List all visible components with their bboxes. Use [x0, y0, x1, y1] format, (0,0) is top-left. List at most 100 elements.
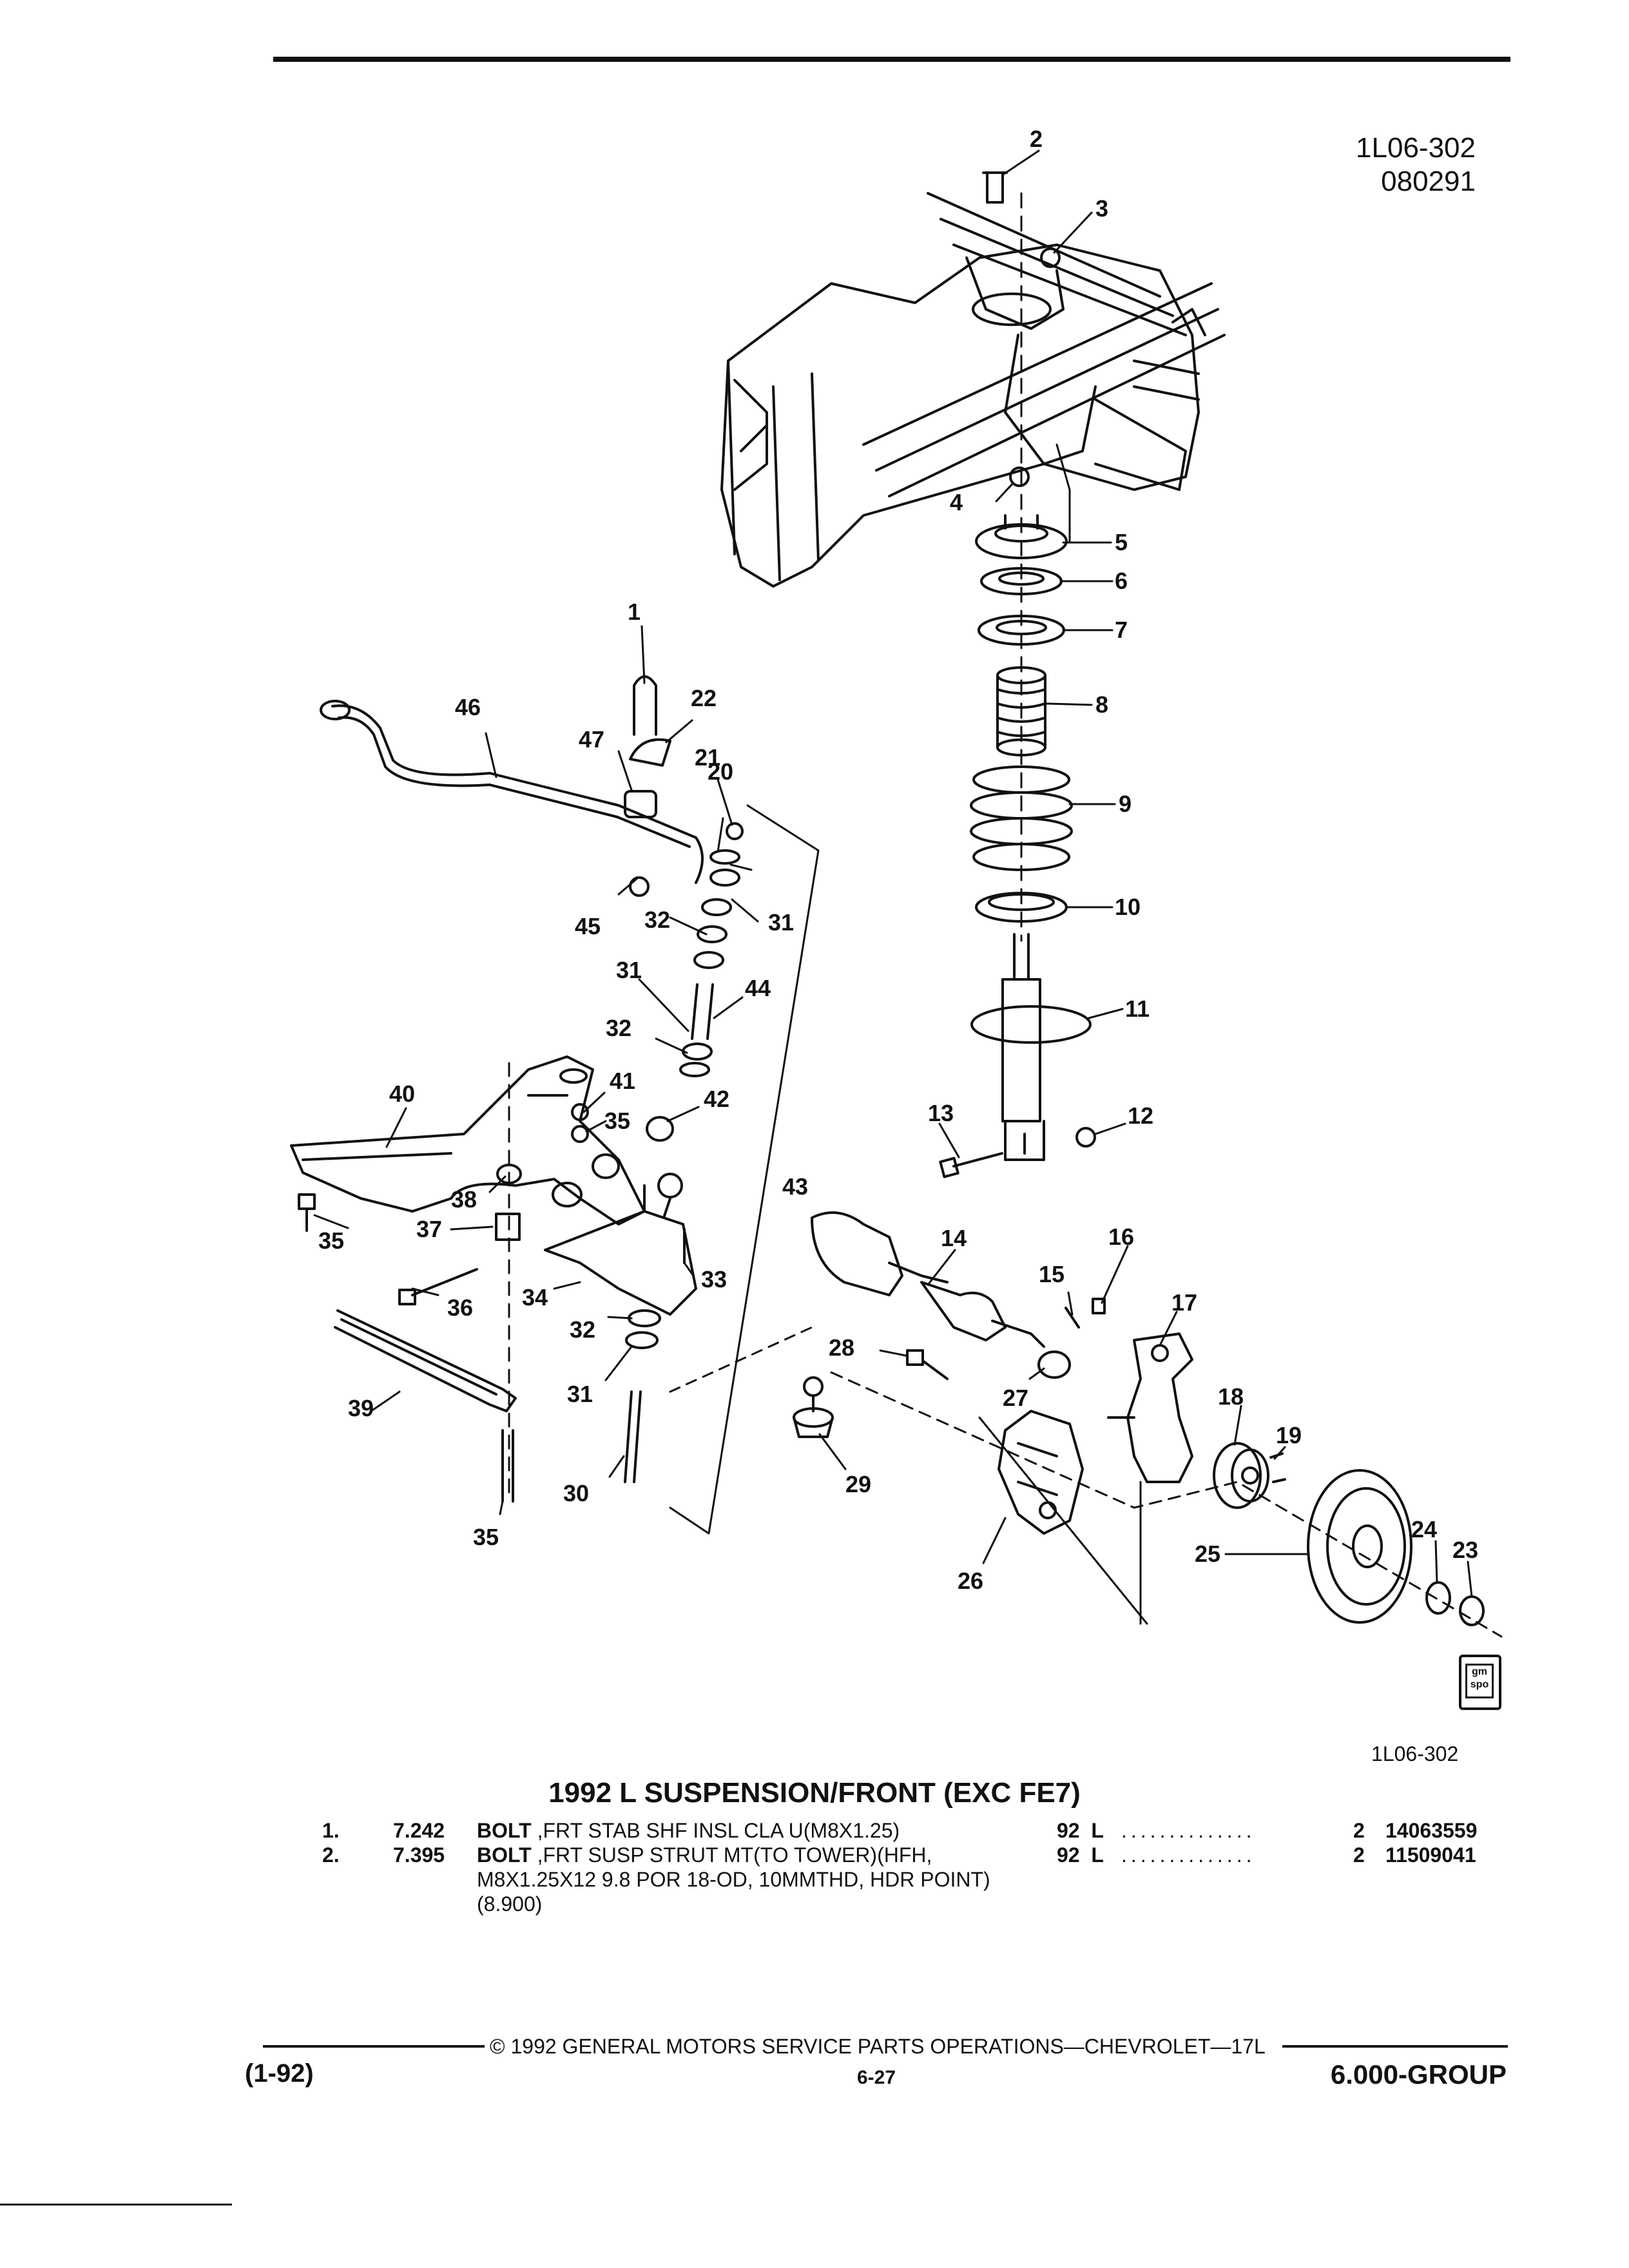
- part-27-seal: [1037, 1350, 1071, 1379]
- part-28-bolt: [906, 1349, 949, 1380]
- callout-28: 28: [829, 1334, 854, 1361]
- reference-line-link: [669, 804, 820, 1535]
- part-name: BOLT: [477, 1843, 532, 1867]
- gm-spo-logo: gm spo: [1459, 1655, 1501, 1710]
- part-39-shield: [334, 1309, 517, 1412]
- callout-15: 15: [1039, 1261, 1065, 1287]
- top-rule: [273, 57, 1510, 62]
- callout-32-lower: 32: [570, 1316, 595, 1343]
- part-11-strut: [970, 933, 1092, 1161]
- footer-rule-left: [263, 2045, 485, 2048]
- reference-line-caliper: [978, 1416, 1148, 1625]
- part-23-hub-nut: [1459, 1595, 1485, 1626]
- part-5-strut-mount: [975, 514, 1068, 559]
- section-title: 1992 L SUSPENSION/FRONT (EXC FE7): [548, 1777, 1081, 1809]
- lower-bushing-a: [552, 1182, 583, 1207]
- part-model: L: [1091, 1819, 1104, 1842]
- part-31-retainer: [679, 1062, 710, 1077]
- part-2-bolt: [982, 171, 1008, 204]
- part-26-caliper: [998, 1410, 1084, 1535]
- part-description: BOLT ,FRT STAB SHF INSL CLA U(M8X1.25): [477, 1818, 1005, 1843]
- part-8-boot: [996, 666, 1046, 756]
- callout-3: 3: [1095, 195, 1108, 222]
- callout-35-bottom: 35: [473, 1524, 499, 1550]
- footer-rule-right: [1282, 2045, 1508, 2048]
- gm-spo-logo-mark: gm spo: [1465, 1664, 1494, 1698]
- part-desc-text: ,FRT SUSP STRUT MT(TO TOWER)(HFH,: [531, 1843, 932, 1867]
- part-31-lower-retainer: [625, 1331, 659, 1349]
- part-19-wheel-stud: [1269, 1452, 1286, 1483]
- part-desc-text-2: M8X1.25X12 9.8 POR 18-OD, 10MMTHD, HDR P…: [477, 1868, 990, 1916]
- part-41-nut: [571, 1103, 589, 1121]
- part-4-nut: [1009, 466, 1030, 487]
- callout-47: 47: [579, 726, 604, 753]
- part-32-grommet: [682, 1043, 713, 1061]
- callout-14: 14: [941, 1225, 967, 1251]
- part-40-crossmember: [290, 1055, 646, 1225]
- callout-32-middle: 32: [606, 1015, 631, 1041]
- callout-21: 21: [695, 744, 720, 771]
- callout-24: 24: [1411, 1516, 1437, 1542]
- footer-date: (1-92): [245, 2059, 314, 2088]
- callout-7: 7: [1115, 617, 1128, 643]
- part-row: 2. 7.395 BOLT ,FRT SUSP STRUT MT(TO TOWE…: [322, 1843, 1547, 1920]
- part-12-nut: [1075, 1127, 1096, 1148]
- part-35-long-bolt: [501, 1429, 514, 1503]
- callout-40: 40: [389, 1081, 415, 1107]
- part-description: BOLT ,FRT SUSP STRUT MT(TO TOWER)(HFH,M8…: [477, 1843, 1005, 1916]
- part-16-nut: [1092, 1298, 1106, 1314]
- callout-45: 45: [575, 913, 601, 939]
- leader-dots: ..............: [1121, 1843, 1256, 1867]
- part-14-drive-axle: [811, 1211, 1045, 1348]
- footer-group: 6.000-GROUP: [1330, 2059, 1507, 2090]
- part-29-ball-joint: [793, 1376, 834, 1438]
- callout-numbers: 2 3 4 5 6 7 8 9 10 11 12 13 14 15 16 17 …: [318, 126, 1478, 1594]
- part-year: 92: [1057, 1819, 1080, 1842]
- part-42-bushing: [646, 1116, 674, 1142]
- part-row: 1. 7.242 BOLT ,FRT STAB SHF INSL CLA U(M…: [322, 1818, 1547, 1844]
- callout-29: 29: [845, 1471, 871, 1497]
- footer-copyright: © 1992 GENERAL MOTORS SERVICE PARTS OPER…: [490, 2035, 1266, 2058]
- callout-31-lower: 31: [567, 1381, 593, 1407]
- callout-46: 46: [455, 694, 481, 720]
- part-35-bolt-upper: [571, 1125, 589, 1143]
- callout-13: 13: [928, 1100, 954, 1126]
- callout-33: 33: [701, 1266, 727, 1293]
- callout-2: 2: [1030, 126, 1043, 152]
- part-24-washer: [1425, 1581, 1451, 1615]
- reference-line-axle: [669, 1326, 813, 1393]
- callout-16: 16: [1108, 1224, 1134, 1250]
- part-desc-text: ,FRT STAB SHF INSL CLA U(M8X1.25): [531, 1819, 900, 1842]
- part-47-insulator: [624, 790, 657, 818]
- callout-23: 23: [1452, 1537, 1478, 1563]
- illustration-code-header: 1L06-302 080291: [1356, 131, 1476, 198]
- callout-36: 36: [447, 1294, 473, 1321]
- part-pn: 14063559: [1385, 1819, 1478, 1842]
- callout-32-upper: 32: [644, 907, 670, 933]
- part-year-model: 92 L: [1057, 1818, 1104, 1843]
- part-3-nut: [1040, 247, 1061, 268]
- callout-25: 25: [1195, 1541, 1220, 1567]
- leader-dots: ..............: [1121, 1819, 1256, 1842]
- callout-20: 20: [708, 758, 733, 785]
- callout-22: 22: [691, 685, 717, 711]
- callout-4: 4: [950, 489, 963, 515]
- part-number: 1.: [322, 1819, 340, 1842]
- callout-42: 42: [704, 1086, 729, 1112]
- callout-1: 1: [628, 599, 641, 625]
- part-37-bushing: [495, 1213, 521, 1241]
- part-13-bolt: [939, 1152, 1003, 1178]
- part-pn: 11509041: [1385, 1843, 1476, 1867]
- part-qty: 2: [1353, 1843, 1365, 1867]
- part-34-control-arm: [544, 1173, 697, 1316]
- part-18-hub-bearing: [1213, 1442, 1269, 1509]
- callout-34: 34: [522, 1284, 548, 1311]
- footer-page-number: 6-27: [857, 2067, 896, 2088]
- bottom-left-rule: [0, 2204, 232, 2206]
- part-46-stabilizer-bar: [320, 700, 704, 884]
- callout-6: 6: [1115, 568, 1128, 594]
- part-year-model: 92 L: [1057, 1843, 1104, 1867]
- callout-35-upper: 35: [604, 1108, 630, 1134]
- callout-26: 26: [958, 1568, 983, 1594]
- callout-35-left: 35: [318, 1227, 344, 1254]
